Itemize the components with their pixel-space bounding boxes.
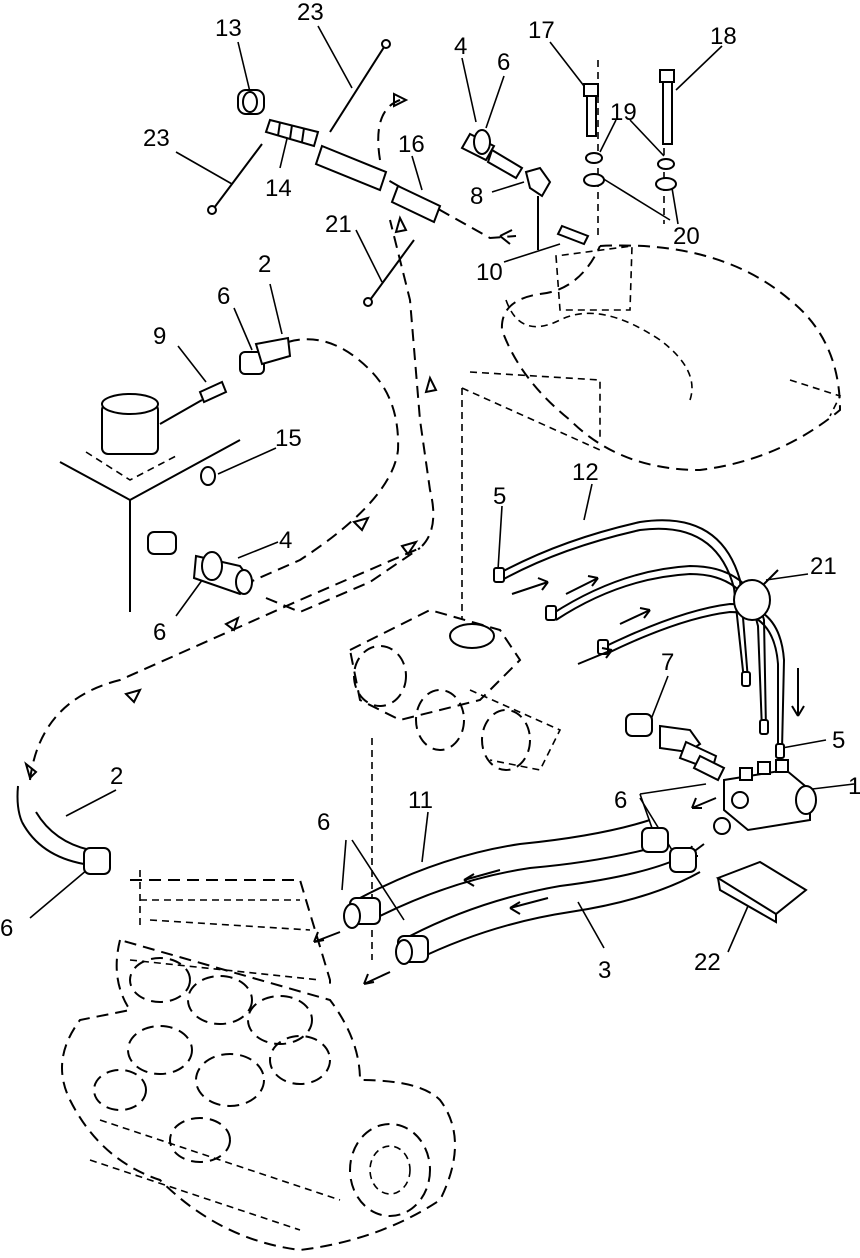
callout-labels: 13 23 23 14 4 6 17 18 19 16 8 20 21 10 2… bbox=[0, 0, 860, 984]
callout-6-top: 6 bbox=[497, 49, 510, 76]
hoses-11-3 bbox=[313, 819, 701, 985]
oil-lines bbox=[493, 519, 805, 759]
callout-18: 18 bbox=[710, 23, 737, 50]
callout-7: 7 bbox=[661, 649, 674, 676]
filter-housing bbox=[59, 336, 292, 612]
callout-2-bottom: 2 bbox=[110, 763, 123, 790]
callout-21-right: 21 bbox=[810, 553, 837, 580]
callout-4-top: 4 bbox=[454, 33, 467, 60]
callout-12: 12 bbox=[572, 459, 599, 486]
callout-17: 17 bbox=[528, 17, 555, 44]
callout-5-right: 5 bbox=[832, 727, 845, 754]
callout-20: 20 bbox=[673, 223, 700, 250]
callout-6-mid: 6 bbox=[217, 283, 230, 310]
callout-14: 14 bbox=[265, 175, 292, 202]
callout-13: 13 bbox=[215, 15, 242, 42]
callout-21-top: 21 bbox=[325, 211, 352, 238]
callout-22: 22 bbox=[694, 949, 721, 976]
flow-paths bbox=[24, 60, 665, 960]
bolt-17 bbox=[583, 83, 599, 137]
fitting-14 bbox=[264, 118, 320, 148]
cap-13 bbox=[237, 89, 265, 115]
callout-6-left: 6 bbox=[0, 915, 13, 942]
callout-5-mid: 5 bbox=[493, 483, 506, 510]
oil-pump bbox=[348, 608, 562, 771]
callout-19: 19 bbox=[610, 99, 637, 126]
callout-11: 11 bbox=[408, 787, 433, 814]
bolt-18 bbox=[659, 69, 675, 145]
callout-15: 15 bbox=[275, 425, 302, 452]
callout-1: 1 bbox=[848, 773, 860, 800]
callout-6-distributor: 6 bbox=[614, 787, 627, 814]
callout-6-hoses: 6 bbox=[317, 809, 330, 836]
top-assembly bbox=[207, 39, 842, 472]
callout-10: 10 bbox=[476, 259, 503, 286]
callout-4-mid: 4 bbox=[279, 527, 292, 554]
callout-23-top: 23 bbox=[297, 0, 324, 26]
callout-9: 9 bbox=[153, 323, 166, 350]
callout-8: 8 bbox=[470, 183, 483, 210]
callout-3: 3 bbox=[598, 957, 611, 984]
callout-16: 16 bbox=[398, 131, 425, 158]
distributor-1 bbox=[625, 713, 817, 857]
hose-2-bottom bbox=[16, 785, 111, 875]
callout-6-filter: 6 bbox=[153, 619, 166, 646]
callout-23-left: 23 bbox=[143, 125, 170, 152]
engine bbox=[61, 879, 456, 1252]
callout-2-top: 2 bbox=[258, 251, 271, 278]
pad-22 bbox=[715, 860, 808, 924]
leader-lines bbox=[29, 25, 855, 953]
